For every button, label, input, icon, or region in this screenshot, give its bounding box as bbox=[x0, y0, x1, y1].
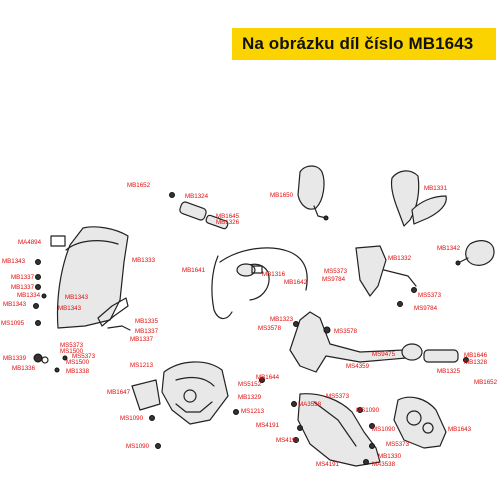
part-label: MB1333 bbox=[132, 257, 156, 264]
part-label: MB1337 bbox=[135, 328, 159, 335]
part-label: MA4894 bbox=[18, 239, 42, 246]
part-label: MB1650 bbox=[270, 192, 294, 199]
part-label: MB1337 bbox=[11, 284, 35, 291]
header-banner bbox=[232, 28, 496, 60]
throttle-grip[interactable] bbox=[401, 343, 469, 363]
part-label: MS5152 bbox=[238, 381, 262, 388]
mirror-left[interactable] bbox=[297, 165, 329, 221]
part-label: MS4191 bbox=[316, 461, 340, 468]
part-label: MS5373 bbox=[418, 292, 442, 299]
part-label: MB1334 bbox=[17, 292, 41, 299]
part-label: MB1328 bbox=[464, 359, 488, 366]
part-label: MS9784 bbox=[414, 305, 438, 312]
part-label: MS4359 bbox=[346, 363, 370, 370]
part-label: MB1336 bbox=[12, 365, 36, 372]
part-label: MB1324 bbox=[185, 193, 209, 200]
part-label: MA3538 bbox=[298, 401, 322, 408]
part-label: MS9475 bbox=[372, 351, 396, 358]
part-label: MB1329 bbox=[238, 394, 262, 401]
part-label: MS5373 bbox=[72, 353, 96, 360]
part-label: MB1641 bbox=[182, 267, 206, 274]
bottom-fasteners[interactable] bbox=[149, 377, 375, 465]
part-label: MS3578 bbox=[258, 325, 282, 332]
part-label: MS4191 bbox=[256, 422, 280, 429]
part-label: MS1213 bbox=[241, 408, 265, 415]
part-label: MB1644 bbox=[256, 374, 280, 381]
left-fasteners[interactable] bbox=[33, 259, 68, 373]
part-label: MB1338 bbox=[66, 368, 90, 375]
part-label: MB1646 bbox=[464, 352, 488, 359]
part-label: MB1330 bbox=[378, 453, 402, 460]
part-label: MB1343 bbox=[58, 305, 82, 312]
windshield-bracket[interactable] bbox=[97, 297, 131, 331]
part-label: MB1643 bbox=[448, 426, 472, 433]
windshield-clip[interactable] bbox=[50, 235, 66, 247]
part-label: MS9784 bbox=[322, 276, 346, 283]
page-title: Na obrázku díl číslo MB1643 bbox=[242, 34, 474, 53]
part-label: MB1652 bbox=[127, 182, 151, 189]
part-label: MB1645 bbox=[216, 213, 240, 220]
part-label: MS1500 bbox=[60, 348, 84, 355]
part-label: MB1316 bbox=[262, 271, 286, 278]
part-label: MS1500 bbox=[66, 359, 90, 366]
part-label: MS1090 bbox=[356, 407, 380, 414]
part-label: MB1343 bbox=[2, 258, 26, 265]
part-label: MB1342 bbox=[437, 245, 461, 252]
handlebar-cover-lower[interactable] bbox=[355, 245, 417, 307]
part-label: MB1323 bbox=[270, 316, 294, 323]
instrument-cluster[interactable] bbox=[393, 396, 447, 449]
part-label: MB1331 bbox=[424, 185, 448, 192]
part-label: MS5373 bbox=[326, 393, 350, 400]
part-label: MB1335 bbox=[135, 318, 159, 325]
part-label: MB1343 bbox=[65, 294, 89, 301]
part-label: MB1652 bbox=[474, 379, 498, 386]
part-label: MB1343 bbox=[3, 301, 27, 308]
headlight[interactable] bbox=[161, 361, 229, 425]
part-label: MB1647 bbox=[107, 389, 131, 396]
part-label: MB1332 bbox=[388, 255, 412, 262]
part-label: MS1090 bbox=[372, 426, 396, 433]
part-label: MS1090 bbox=[126, 443, 150, 450]
part-label: MS5373 bbox=[324, 268, 348, 275]
part-label: MS3578 bbox=[334, 328, 358, 335]
part-label: MB1326 bbox=[216, 219, 240, 226]
part-label: MS1090 bbox=[120, 415, 144, 422]
mirror-right[interactable] bbox=[455, 240, 495, 266]
brake-master-cylinder[interactable] bbox=[236, 263, 263, 277]
lower-cover[interactable] bbox=[297, 393, 381, 467]
part-label: MS5373 bbox=[386, 441, 410, 448]
part-label: MS5373 bbox=[60, 342, 84, 349]
part-labels: MB1652 MB1324 MB1650 MB1331 MB1645 MB132… bbox=[1, 182, 498, 468]
part-label: MB1642 bbox=[284, 279, 308, 286]
part-label: MB1337 bbox=[130, 336, 154, 343]
part-label: MB1337 bbox=[11, 274, 35, 281]
part-label: MB1339 bbox=[3, 355, 27, 362]
part-label: MS4191 bbox=[276, 437, 300, 444]
part-label: MB1325 bbox=[437, 368, 461, 375]
handlebar-cover-upper[interactable] bbox=[390, 170, 447, 227]
windshield[interactable] bbox=[56, 226, 129, 329]
grip-left[interactable] bbox=[169, 192, 229, 230]
part-label: MS1213 bbox=[130, 362, 154, 369]
light-housing[interactable] bbox=[131, 379, 161, 411]
part-label: MA3538 bbox=[372, 461, 396, 468]
part-label: MS1095 bbox=[1, 320, 25, 327]
